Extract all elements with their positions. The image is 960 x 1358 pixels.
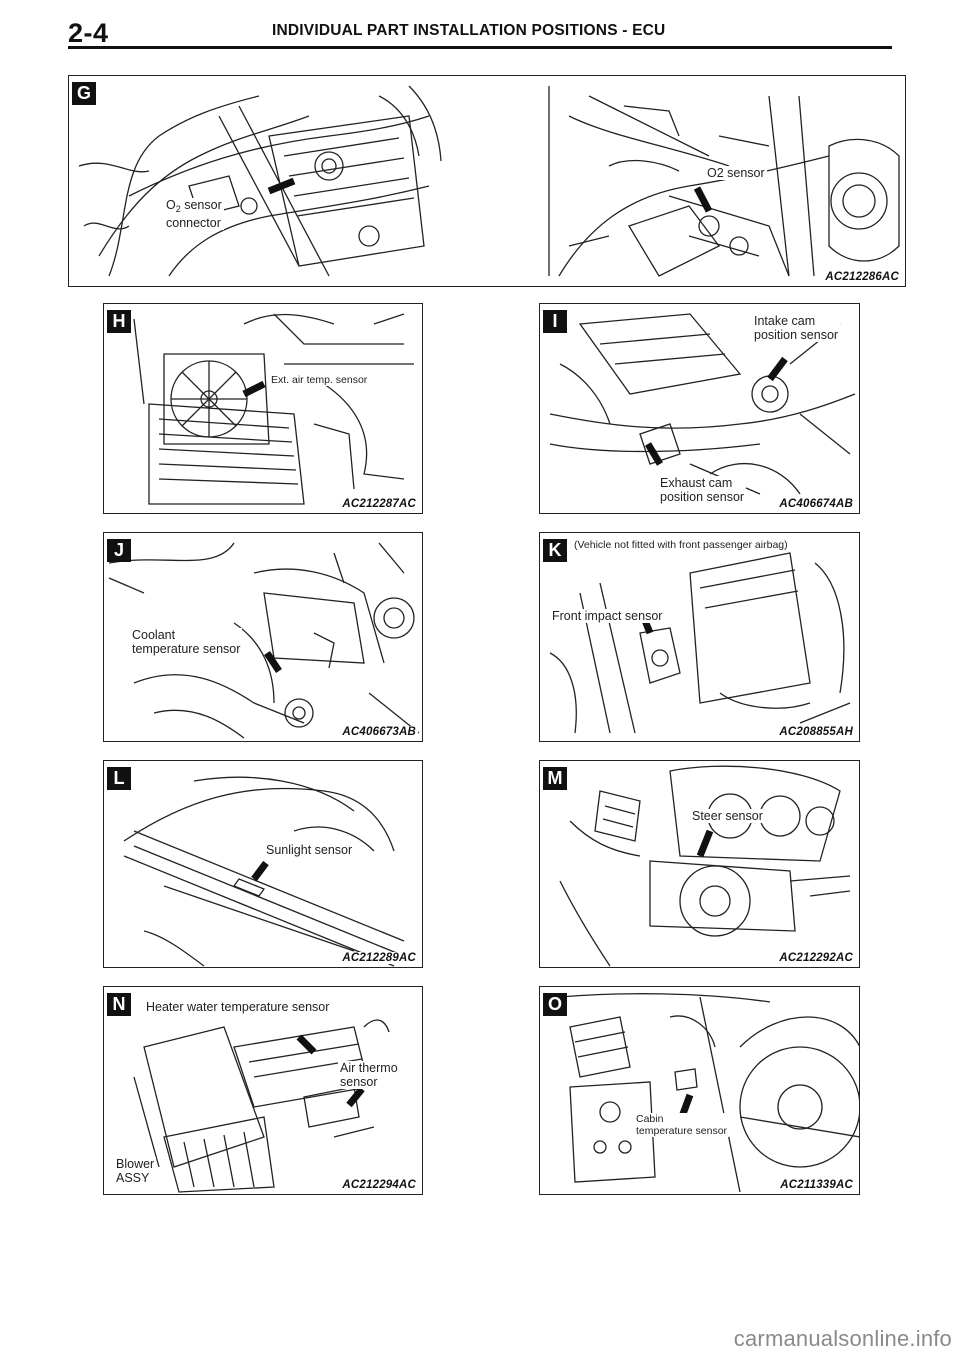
cabin-line2: temperature sensor	[636, 1125, 728, 1137]
figure-code-n: AC212294AC	[340, 1179, 418, 1191]
panel-j-tag: J	[107, 539, 131, 562]
figure-panel-l: L Sunlight sensor AC212289AC	[103, 760, 423, 968]
dashboard-illustration	[559, 993, 859, 1193]
engine-bay-illustration	[78, 85, 900, 277]
figure-code-j: AC406673AB	[340, 726, 418, 738]
panel-k-tag: K	[543, 539, 567, 562]
coolant-line1: Coolant	[132, 628, 176, 642]
figure-code-g: AC212286AC	[823, 271, 901, 283]
figure-panel-h: H Ext. air temp. sensor AC212287AC	[103, 303, 423, 514]
intake-line1: Intake cam	[754, 314, 816, 328]
radiator-fan-illustration	[133, 313, 414, 505]
exhaust-line2: position sensor	[660, 490, 745, 504]
figure-panel-m: M Steer sensor AC212292AC	[539, 760, 860, 968]
figure-panel-o: O Cabin temperature sensor AC211339AC	[539, 986, 860, 1195]
ext-air-temp-sensor-label: Ext. air temp. sensor	[269, 374, 370, 386]
panel-l-tag: L	[107, 767, 131, 790]
sunlight-sensor-label: Sunlight sensor	[264, 843, 355, 857]
panel-n-tag: N	[107, 993, 131, 1016]
figure-panel-j: J Coolant temperature sensor AC406673AB	[103, 532, 423, 742]
front-impact-illustration	[549, 552, 851, 734]
coolant-line2: temperature sensor	[132, 642, 241, 656]
coolant-temperature-sensor-label: Coolant temperature sensor	[130, 628, 243, 656]
front-impact-sensor-label: Front impact sensor	[550, 609, 665, 623]
page-number: 2-4	[68, 18, 109, 48]
blower-assy-label: Blower ASSY	[114, 1157, 157, 1185]
figure-code-h: AC212287AC	[340, 498, 418, 510]
blower-line1: Blower	[116, 1157, 155, 1171]
footer-watermark: carmanualsonline.info	[733, 1326, 952, 1351]
steering-column-illustration	[559, 765, 851, 967]
figure-code-o: AC211339AC	[778, 1179, 855, 1191]
figure-code-i: AC406674AB	[777, 498, 855, 510]
o2-connector-subscript: 2	[175, 204, 181, 214]
o2-connector-line2: connector	[166, 216, 221, 230]
o2-connector-rest: sensor	[180, 198, 222, 212]
heater-water-temp-sensor-label: Heater water temperature sensor	[144, 1000, 332, 1014]
intake-line2: position sensor	[754, 328, 839, 342]
panel-i-tag: I	[543, 310, 567, 333]
blower-line2: ASSY	[116, 1171, 150, 1185]
o2-sensor-label: O2 sensor	[705, 166, 767, 180]
panel-h-tag: H	[107, 310, 131, 333]
air-thermo-sensor-label: Air thermo sensor	[338, 1061, 400, 1089]
panel-m-tag: M	[543, 767, 567, 790]
header-rule	[68, 46, 892, 49]
page-title: INDIVIDUAL PART INSTALLATION POSITIONS -…	[272, 22, 666, 39]
o2-connector-prefix: O	[166, 198, 176, 212]
air-thermo-line2: sensor	[340, 1075, 378, 1089]
exhaust-line1: Exhaust cam	[660, 476, 733, 490]
page-header: 2-4 INDIVIDUAL PART INSTALLATION POSITIO…	[0, 0, 960, 60]
figure-code-l: AC212289AC	[340, 952, 418, 964]
windshield-illustration	[123, 776, 405, 967]
panel-g-tag: G	[72, 82, 96, 105]
vehicle-note-label: (Vehicle not fitted with front passenger…	[572, 539, 790, 551]
figure-code-m: AC212292AC	[777, 952, 855, 964]
exhaust-cam-position-sensor-label: Exhaust cam position sensor	[658, 476, 747, 504]
figure-panel-n: N Heater water temperature sensor Air th…	[103, 986, 423, 1195]
intake-cam-position-sensor-label: Intake cam position sensor	[752, 314, 841, 342]
cabin-line1: Cabin	[636, 1113, 664, 1125]
panel-o-tag: O	[543, 993, 567, 1016]
figure-code-k: AC208855AH	[777, 726, 855, 738]
cabin-temperature-sensor-label: Cabin temperature sensor	[634, 1113, 730, 1137]
steer-sensor-label: Steer sensor	[690, 809, 765, 823]
o2-sensor-connector-label: O2 sensor connector	[164, 198, 224, 230]
figure-panel-i: I Intake cam position sensor Exhaust cam…	[539, 303, 860, 514]
figure-panel-k: K (Vehicle not fitted with front passeng…	[539, 532, 860, 742]
figure-panel-g: G O2 sensor connector O2 sensor AC212286…	[68, 75, 906, 287]
air-thermo-line1: Air thermo	[340, 1061, 398, 1075]
